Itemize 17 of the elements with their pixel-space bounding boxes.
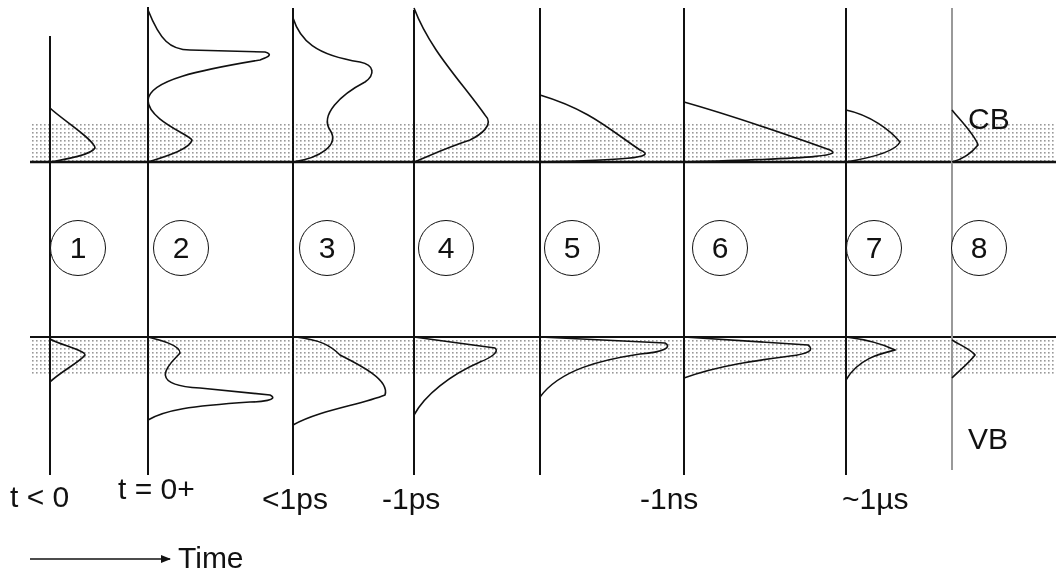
band-label: CB bbox=[968, 104, 1010, 134]
number-circle: 4 bbox=[418, 220, 474, 276]
axis-label: Time bbox=[178, 543, 244, 573]
number-circle: 2 bbox=[153, 220, 209, 276]
time-label: -1ns bbox=[640, 484, 699, 514]
number-circle: 5 bbox=[544, 220, 600, 276]
number-circle: 1 bbox=[50, 220, 106, 276]
number-circle: 3 bbox=[299, 220, 355, 276]
time-label: <1ps bbox=[262, 484, 328, 514]
time-label: -1ps bbox=[382, 484, 441, 514]
number-circle: 7 bbox=[846, 220, 902, 276]
time-label: t = 0+ bbox=[118, 474, 195, 504]
number-circle: 8 bbox=[951, 220, 1007, 276]
number-circle: 6 bbox=[692, 220, 748, 276]
time-label: t < 0 bbox=[10, 482, 70, 512]
band-label: VB bbox=[968, 424, 1009, 454]
time-label: ~1µs bbox=[842, 484, 909, 514]
